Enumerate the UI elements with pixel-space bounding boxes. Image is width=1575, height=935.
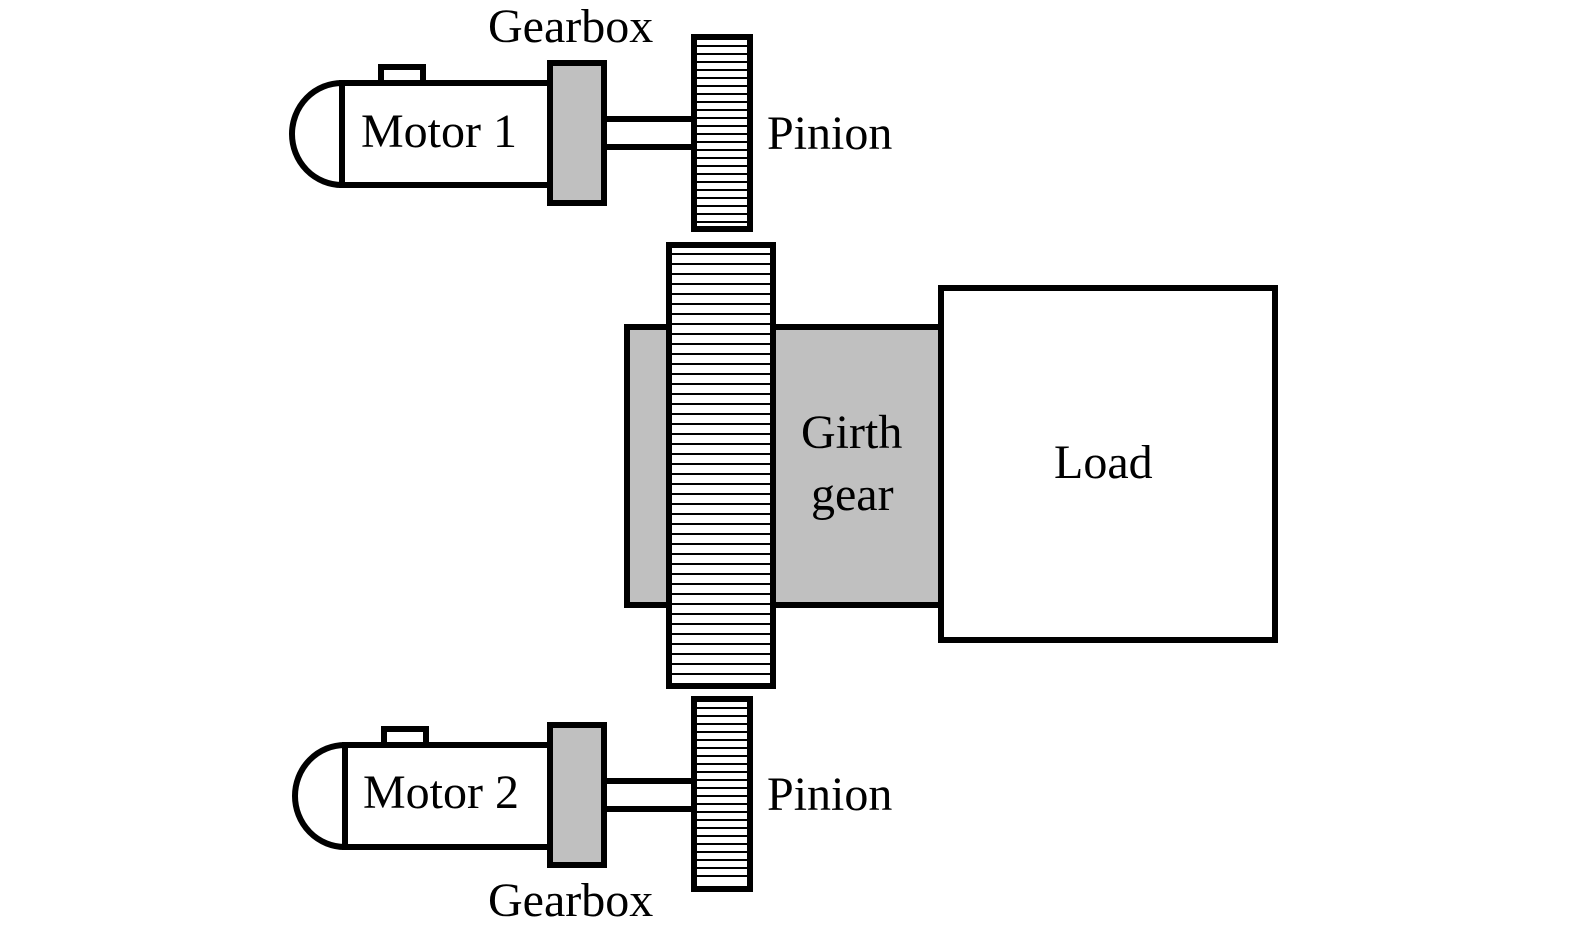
motor-2-end-cap	[292, 742, 346, 850]
motor-1-assembly: Motor 1 Gearbox Pinion	[289, 0, 892, 232]
girth-gear-teeth	[672, 253, 770, 675]
motor-1-body	[339, 80, 553, 188]
girth-gear-assembly: Girth gear	[624, 242, 945, 689]
motor-2-assembly: Motor 2 Gearbox Pinion	[292, 696, 892, 927]
pinion-bottom-teeth	[697, 707, 747, 877]
motor-1-end-cap	[289, 80, 343, 188]
load-label: Load	[1054, 436, 1153, 489]
gearbox-top-label: Gearbox	[488, 0, 653, 53]
girth-gear-label-line2: gear	[811, 468, 894, 521]
load-box	[938, 285, 1278, 643]
gearbox-bottom	[547, 722, 607, 868]
girth-gear-ring	[666, 242, 776, 689]
shaft-top	[601, 116, 697, 150]
pinion-top-label: Pinion	[767, 107, 892, 160]
shaft-bottom	[601, 778, 697, 812]
motor-2-body	[342, 742, 553, 850]
girth-gear-label-line1: Girth	[801, 406, 902, 459]
gearbox-top	[547, 60, 607, 206]
pinion-top-teeth	[697, 45, 747, 223]
load-block: Load	[938, 285, 1278, 643]
pinion-bottom-label: Pinion	[767, 768, 892, 821]
motor-1-label: Motor 1	[361, 105, 517, 158]
gearbox-bottom-label: Gearbox	[488, 874, 653, 927]
pinion-bottom	[691, 696, 753, 892]
motor-2-label: Motor 2	[363, 766, 519, 819]
